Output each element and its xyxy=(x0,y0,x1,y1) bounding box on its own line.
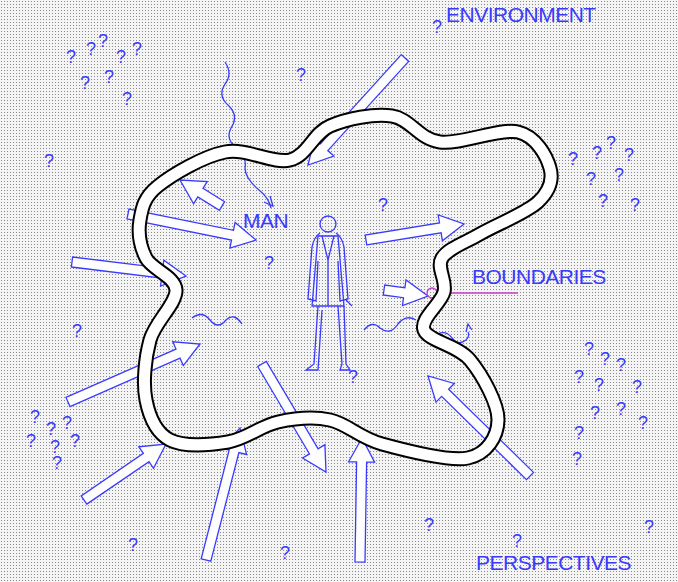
question-mark: ? xyxy=(98,32,108,50)
question-mark: ? xyxy=(72,322,82,340)
heading-label: BOUNDARIES xyxy=(472,266,606,287)
coat xyxy=(312,236,344,306)
question-mark: ? xyxy=(128,536,138,554)
hand xyxy=(346,300,352,306)
question-mark: ? xyxy=(296,66,306,84)
question-mark: ? xyxy=(568,150,578,168)
question-mark: ? xyxy=(638,414,648,432)
question-mark: ? xyxy=(46,420,56,438)
question-mark: ? xyxy=(104,68,114,86)
question-mark: ? xyxy=(424,516,434,534)
wavy-arrowhead xyxy=(264,196,273,206)
question-mark: ? xyxy=(614,166,624,184)
question-mark: ? xyxy=(70,432,80,450)
blob-outline xyxy=(120,100,570,475)
question-mark: ? xyxy=(594,376,604,394)
question-mark: ? xyxy=(432,18,442,36)
wavy-line xyxy=(222,62,271,208)
question-mark: ? xyxy=(574,368,584,386)
boundary-blob: MAN??? xyxy=(120,100,570,475)
question-mark: ? xyxy=(86,40,96,58)
question-mark: ? xyxy=(606,134,616,152)
question-mark: ? xyxy=(574,424,584,442)
left-arm xyxy=(308,233,320,301)
hollow-arrow xyxy=(383,280,428,306)
heading-label: ENVIRONMENT xyxy=(446,4,596,25)
influence-arrows xyxy=(66,55,534,562)
question-mark: ? xyxy=(616,400,626,418)
question-mark: ? xyxy=(616,356,626,374)
boundary-line xyxy=(139,115,551,459)
right-arm xyxy=(336,233,348,301)
hollow-arrow xyxy=(365,215,464,245)
question-mark: ? xyxy=(62,414,72,432)
hollow-arrow xyxy=(66,342,200,407)
question-mark: ? xyxy=(630,196,640,214)
question-mark: ? xyxy=(80,74,90,92)
hollow-arrow xyxy=(180,180,225,210)
question-mark: ? xyxy=(66,48,76,66)
question-mark: ? xyxy=(632,378,642,396)
question-mark: ? xyxy=(592,144,602,162)
question-mark: ? xyxy=(132,40,142,58)
heading-label: PERSPECTIVES xyxy=(476,552,631,573)
question-mark: ? xyxy=(572,450,582,468)
collar xyxy=(322,236,334,260)
question-mark: ? xyxy=(348,368,358,386)
question-mark: ? xyxy=(586,170,596,188)
right-leg xyxy=(338,306,350,370)
question-mark: ? xyxy=(30,408,40,426)
coat-line xyxy=(327,260,328,306)
left-leg xyxy=(306,306,322,370)
question-mark: ? xyxy=(378,196,388,214)
question-mark: ? xyxy=(52,454,62,472)
question-mark: ? xyxy=(644,518,654,536)
question-mark: ? xyxy=(590,404,600,422)
question-mark: ? xyxy=(122,90,132,108)
boundary-line xyxy=(139,115,551,459)
question-mark: ? xyxy=(584,340,594,358)
question-mark: ? xyxy=(512,532,522,550)
wavy-line xyxy=(192,314,242,325)
question-mark: ? xyxy=(26,432,36,450)
wavy-line xyxy=(364,318,416,331)
hollow-arrow xyxy=(81,444,166,504)
wavy-lines xyxy=(192,62,472,343)
question-mark: ? xyxy=(600,350,610,368)
question-mark: ? xyxy=(116,48,126,66)
question-mark: ? xyxy=(44,152,54,170)
hollow-arrow xyxy=(349,438,375,562)
question-mark: ? xyxy=(624,146,634,164)
man-figure xyxy=(306,216,352,370)
wavy-arrowhead xyxy=(466,324,472,332)
question-mark: ? xyxy=(598,192,608,210)
question-mark: ? xyxy=(280,544,290,562)
question-mark: ? xyxy=(264,254,274,272)
head xyxy=(320,216,336,232)
node-title: MAN xyxy=(243,210,288,231)
